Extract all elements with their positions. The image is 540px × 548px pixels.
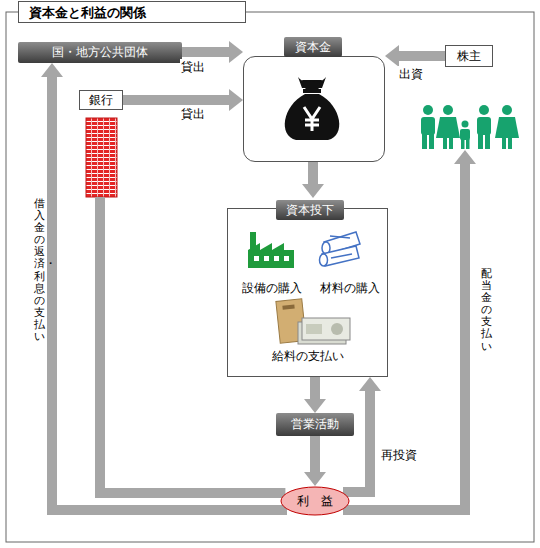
arrow-head <box>304 472 326 486</box>
item-label: 給料の支払い <box>262 347 354 365</box>
edge-label: 出資 <box>398 66 424 83</box>
box-heading: 資本金 <box>284 37 342 57</box>
arrow-head <box>454 150 476 164</box>
item-label: 設備の購入 <box>232 279 312 297</box>
flow-arrow <box>100 197 285 493</box>
profit-label: 利 益 <box>276 486 354 516</box>
arrow-head <box>385 45 399 67</box>
arrow-shaft <box>343 163 465 510</box>
edge-label: 再投資 <box>380 447 418 464</box>
logs-icon <box>320 232 361 266</box>
arrow-head <box>302 184 324 198</box>
org-label: 国・地方公共団体 <box>18 42 182 63</box>
arrow-shaft <box>398 51 448 61</box>
flow-arrow <box>302 162 324 198</box>
flow-arrow <box>304 436 326 486</box>
arrow-shaft <box>178 47 230 57</box>
edge-label: 貸出 <box>180 106 206 123</box>
arrow-head <box>304 399 326 413</box>
arrow-shaft <box>120 95 230 105</box>
edge-label: 借入金の返済・利息の支払い <box>33 198 46 343</box>
arrow-shaft <box>100 197 285 493</box>
edge-label: 貸出 <box>180 59 206 76</box>
process-label: 営業活動 <box>276 413 354 436</box>
money-bag-icon <box>285 77 340 140</box>
box-heading: 資本投下 <box>276 200 344 220</box>
flow-arrow <box>343 150 476 510</box>
flow-arrow <box>385 45 448 67</box>
node-box: 資本金 <box>243 56 385 162</box>
arrow-head <box>229 89 243 111</box>
bank-label: 銀行 <box>79 90 123 110</box>
node-box: 資本投下設備の購入材料の購入給料の支払い <box>227 208 388 377</box>
factory-icon <box>248 232 294 268</box>
node-box: 国・地方公共団体 <box>22 42 178 63</box>
edge-label: 配当金の支払い <box>480 268 493 353</box>
outer-frame <box>6 12 534 542</box>
shareholder-label: 株主 <box>445 45 493 67</box>
arrow-shaft <box>310 377 320 400</box>
salary-envelope-icon <box>276 299 350 344</box>
arrow-head <box>41 63 63 77</box>
people-icon <box>421 105 519 149</box>
node-box: 営業活動 <box>280 413 350 436</box>
profit-ellipse: 利 益 <box>280 486 350 516</box>
arrow-head <box>359 377 381 391</box>
arrow-shaft <box>310 436 320 473</box>
node-box: 銀行 <box>82 90 120 197</box>
bank-building-icon <box>86 118 117 197</box>
arrow-shaft <box>308 162 318 185</box>
arrow-shaft <box>343 390 370 492</box>
flow-arrow <box>304 377 326 413</box>
node-box: 株主 <box>418 45 520 150</box>
arrow-head <box>229 41 243 63</box>
item-label: 材料の購入 <box>310 279 390 297</box>
diagram-title: 資本金と利益の関係 <box>18 1 246 23</box>
